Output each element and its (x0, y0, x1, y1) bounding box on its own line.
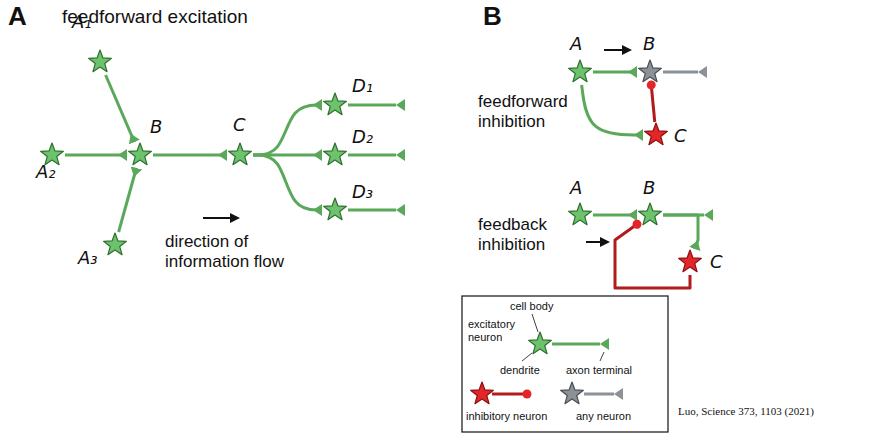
legend-text: inhibitory neuron (466, 410, 547, 423)
neuron-label: A₂ (36, 162, 56, 183)
neuron-label: D₁ (352, 76, 373, 97)
excitatory-axon (65, 154, 127, 157)
neuron-body (567, 59, 593, 85)
excitatory-axon (593, 214, 637, 217)
neuron-cell: A (567, 59, 593, 85)
annotation-text: feedforward inhibition (478, 92, 583, 131)
legend-frame (462, 296, 668, 432)
neuron-cell: A (567, 202, 593, 228)
axon-terminal (698, 66, 707, 78)
neuron-cell: C (643, 122, 669, 148)
neuron-body (322, 142, 348, 168)
excitatory-axon (153, 154, 227, 157)
neuron-label: B (643, 178, 655, 199)
neuron-body (322, 92, 348, 118)
excitatory-axon (106, 75, 135, 142)
neuron-label: A (570, 34, 582, 55)
axon-terminal (396, 99, 713, 221)
neuron-body (677, 249, 703, 275)
neuron-cell: A₃ (102, 232, 128, 258)
excitatory-axon (582, 85, 643, 135)
excitatory-axon (593, 71, 637, 74)
neuron-body (102, 232, 128, 258)
neuron-cell: C (227, 142, 253, 168)
excitatory-axon (663, 215, 698, 249)
legend-text: excitatory neuron (468, 318, 528, 343)
neuron-label: A₃ (78, 248, 98, 269)
annotation-text: dendrite (500, 364, 540, 377)
neuron-label: C (233, 115, 246, 136)
citation: Luo, Science 373, 1103 (2021) (678, 405, 814, 418)
inhibitory-axon (651, 85, 655, 122)
excitatory-axon (253, 105, 322, 155)
leader-line (522, 314, 604, 361)
inhibitory-axon (615, 224, 690, 288)
neuron-label: C (710, 252, 723, 273)
neuron-body (637, 59, 663, 85)
excitatory-axon (119, 168, 137, 232)
neuron-body (87, 49, 113, 75)
axon-line (663, 71, 698, 74)
panel-letter: B (483, 2, 502, 32)
annotation-text: axon terminal (566, 364, 632, 377)
panel-letter: A (8, 2, 27, 32)
annotation-text: feedforward excitation (62, 6, 248, 28)
excitatory-axon (253, 155, 322, 210)
neuron-body (227, 142, 253, 168)
neuron-label: A (570, 178, 582, 199)
flow-arrow (203, 45, 632, 247)
annotation-text: cell body (510, 300, 553, 313)
neuron-body (643, 122, 669, 148)
annotation-text: direction of information flow (165, 232, 315, 271)
neuron-label: B (150, 117, 162, 138)
neuron-cell: A₁ (87, 49, 113, 75)
neuron-label: B (643, 34, 655, 55)
neuron-cell: D₁ (322, 92, 348, 118)
neuron-cell: A₂ (39, 142, 65, 168)
neuron-label: D₂ (352, 127, 373, 148)
neuron-body (567, 202, 593, 228)
neuron-body (637, 202, 663, 228)
neuron-cell: B (637, 59, 663, 85)
neuron-body (127, 142, 153, 168)
neuron-cell: B (127, 142, 153, 168)
neuron-cell: B (637, 202, 663, 228)
neuron-label: D₃ (352, 182, 373, 203)
neuron-cell: D₃ (322, 197, 348, 223)
neuron-cell: D₂ (322, 142, 348, 168)
annotation-text: feedback inhibition (478, 215, 578, 254)
neuron-body (322, 197, 348, 223)
neuron-label: C (674, 126, 687, 147)
neuron-cell: C (677, 249, 703, 275)
legend-text: any neuron (576, 410, 631, 423)
